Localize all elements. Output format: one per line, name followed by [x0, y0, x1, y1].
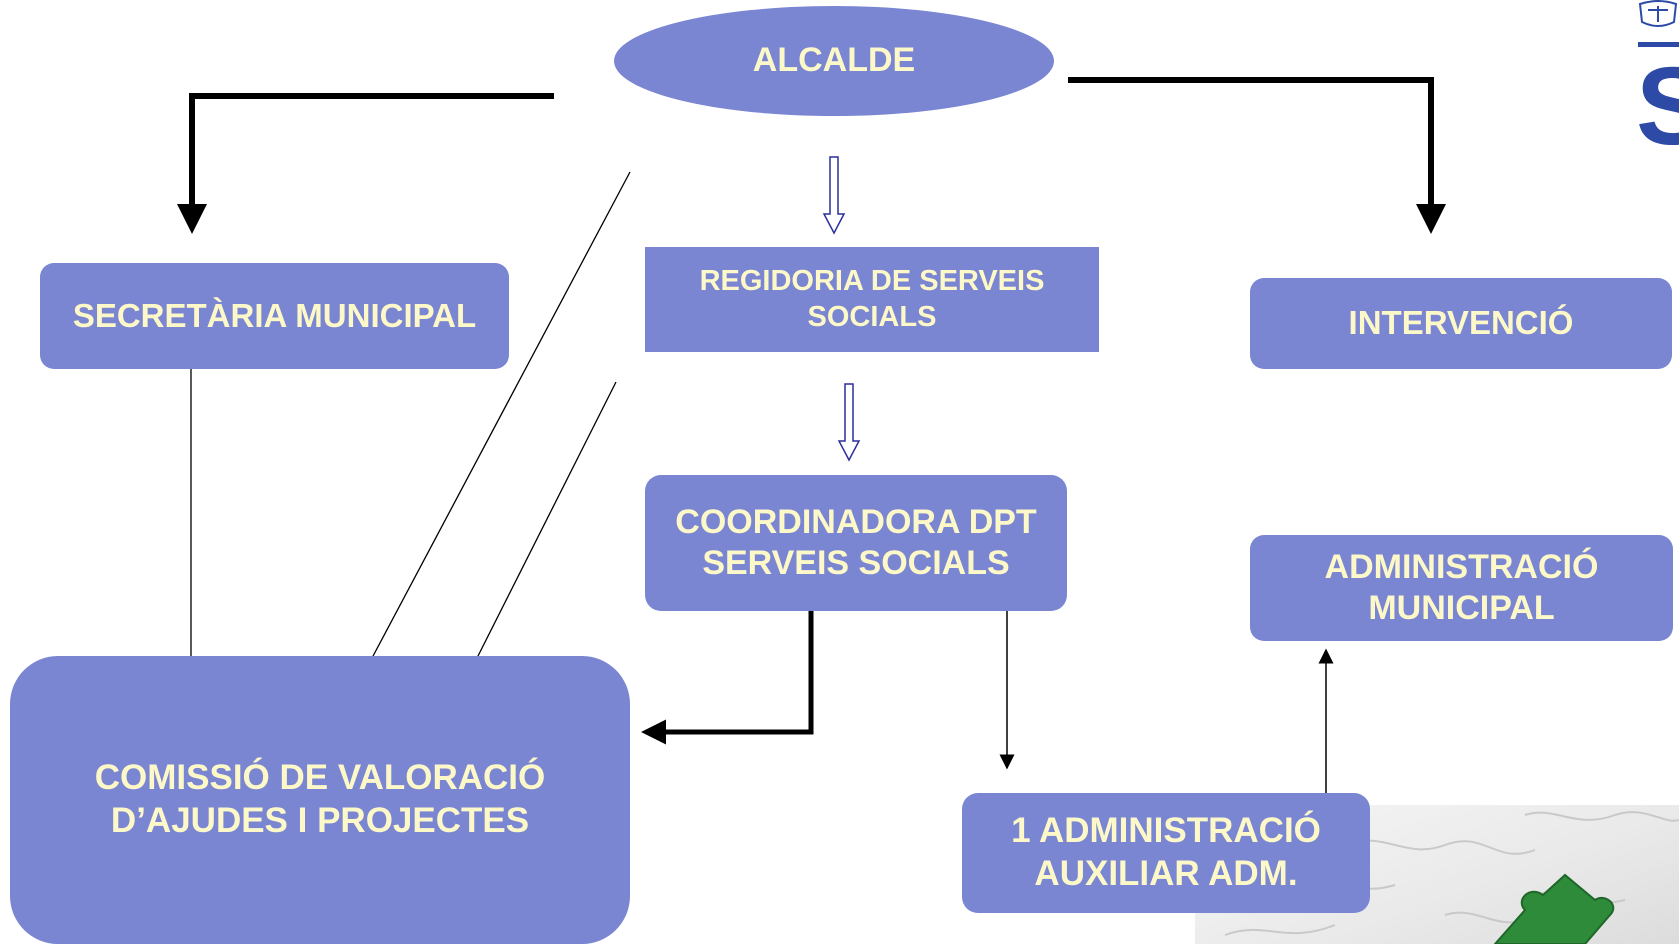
crest-icon [1638, 0, 1678, 27]
node-auxiliar-label: 1 ADMINISTRACIÓ AUXILIAR ADM. [1011, 811, 1321, 893]
node-coordinadora-label: COORDINADORA DPT SERVEIS SOCIALS [675, 502, 1037, 582]
node-comissio: COMISSIÓ DE VALORACIÓ D’AJUDES I PROJECT… [10, 656, 630, 944]
node-intervencio-label: INTERVENCIÓ [1348, 304, 1574, 342]
logo-letter: S [1636, 45, 1679, 161]
connector-alcalde-secretaria [177, 93, 554, 234]
puzzle-piece-green [1493, 873, 1615, 944]
connector-coordinadora-comissio [641, 610, 814, 745]
puzzle-graphic [1195, 811, 1679, 944]
node-secretaria-label: SECRETÀRIA MUNICIPAL [72, 296, 477, 334]
node-secretaria: SECRETÀRIA MUNICIPAL [40, 263, 509, 369]
node-alcalde: ALCALDE [614, 6, 1054, 116]
node-intervencio: INTERVENCIÓ [1250, 278, 1672, 369]
hollow-arrow-alcalde-regidoria [822, 156, 846, 235]
node-regidoria: REGIDORIA DE SERVEIS SOCIALS [645, 247, 1099, 352]
node-coordinadora: COORDINADORA DPT SERVEIS SOCIALS [645, 475, 1067, 611]
diagonal-line-1 [371, 171, 631, 659]
hollow-arrow-regidoria-coordinadora [837, 383, 861, 462]
connector-alcalde-intervencio [1068, 77, 1446, 234]
node-comissio-label: COMISSIÓ DE VALORACIÓ D’AJUDES I PROJECT… [94, 758, 546, 840]
diagonal-line-2 [476, 381, 617, 659]
node-administracio-municipal-label: ADMINISTRACIÓ MUNICIPAL [1324, 547, 1599, 627]
logo-bar [1638, 42, 1679, 47]
node-regidoria-label: REGIDORIA DE SERVEIS SOCIALS [699, 265, 1045, 333]
node-auxiliar: 1 ADMINISTRACIÓ AUXILIAR ADM. [962, 793, 1370, 913]
node-alcalde-label: ALCALDE [752, 41, 916, 80]
logo: S [1630, 0, 1679, 160]
node-administracio-municipal: ADMINISTRACIÓ MUNICIPAL [1250, 535, 1673, 641]
